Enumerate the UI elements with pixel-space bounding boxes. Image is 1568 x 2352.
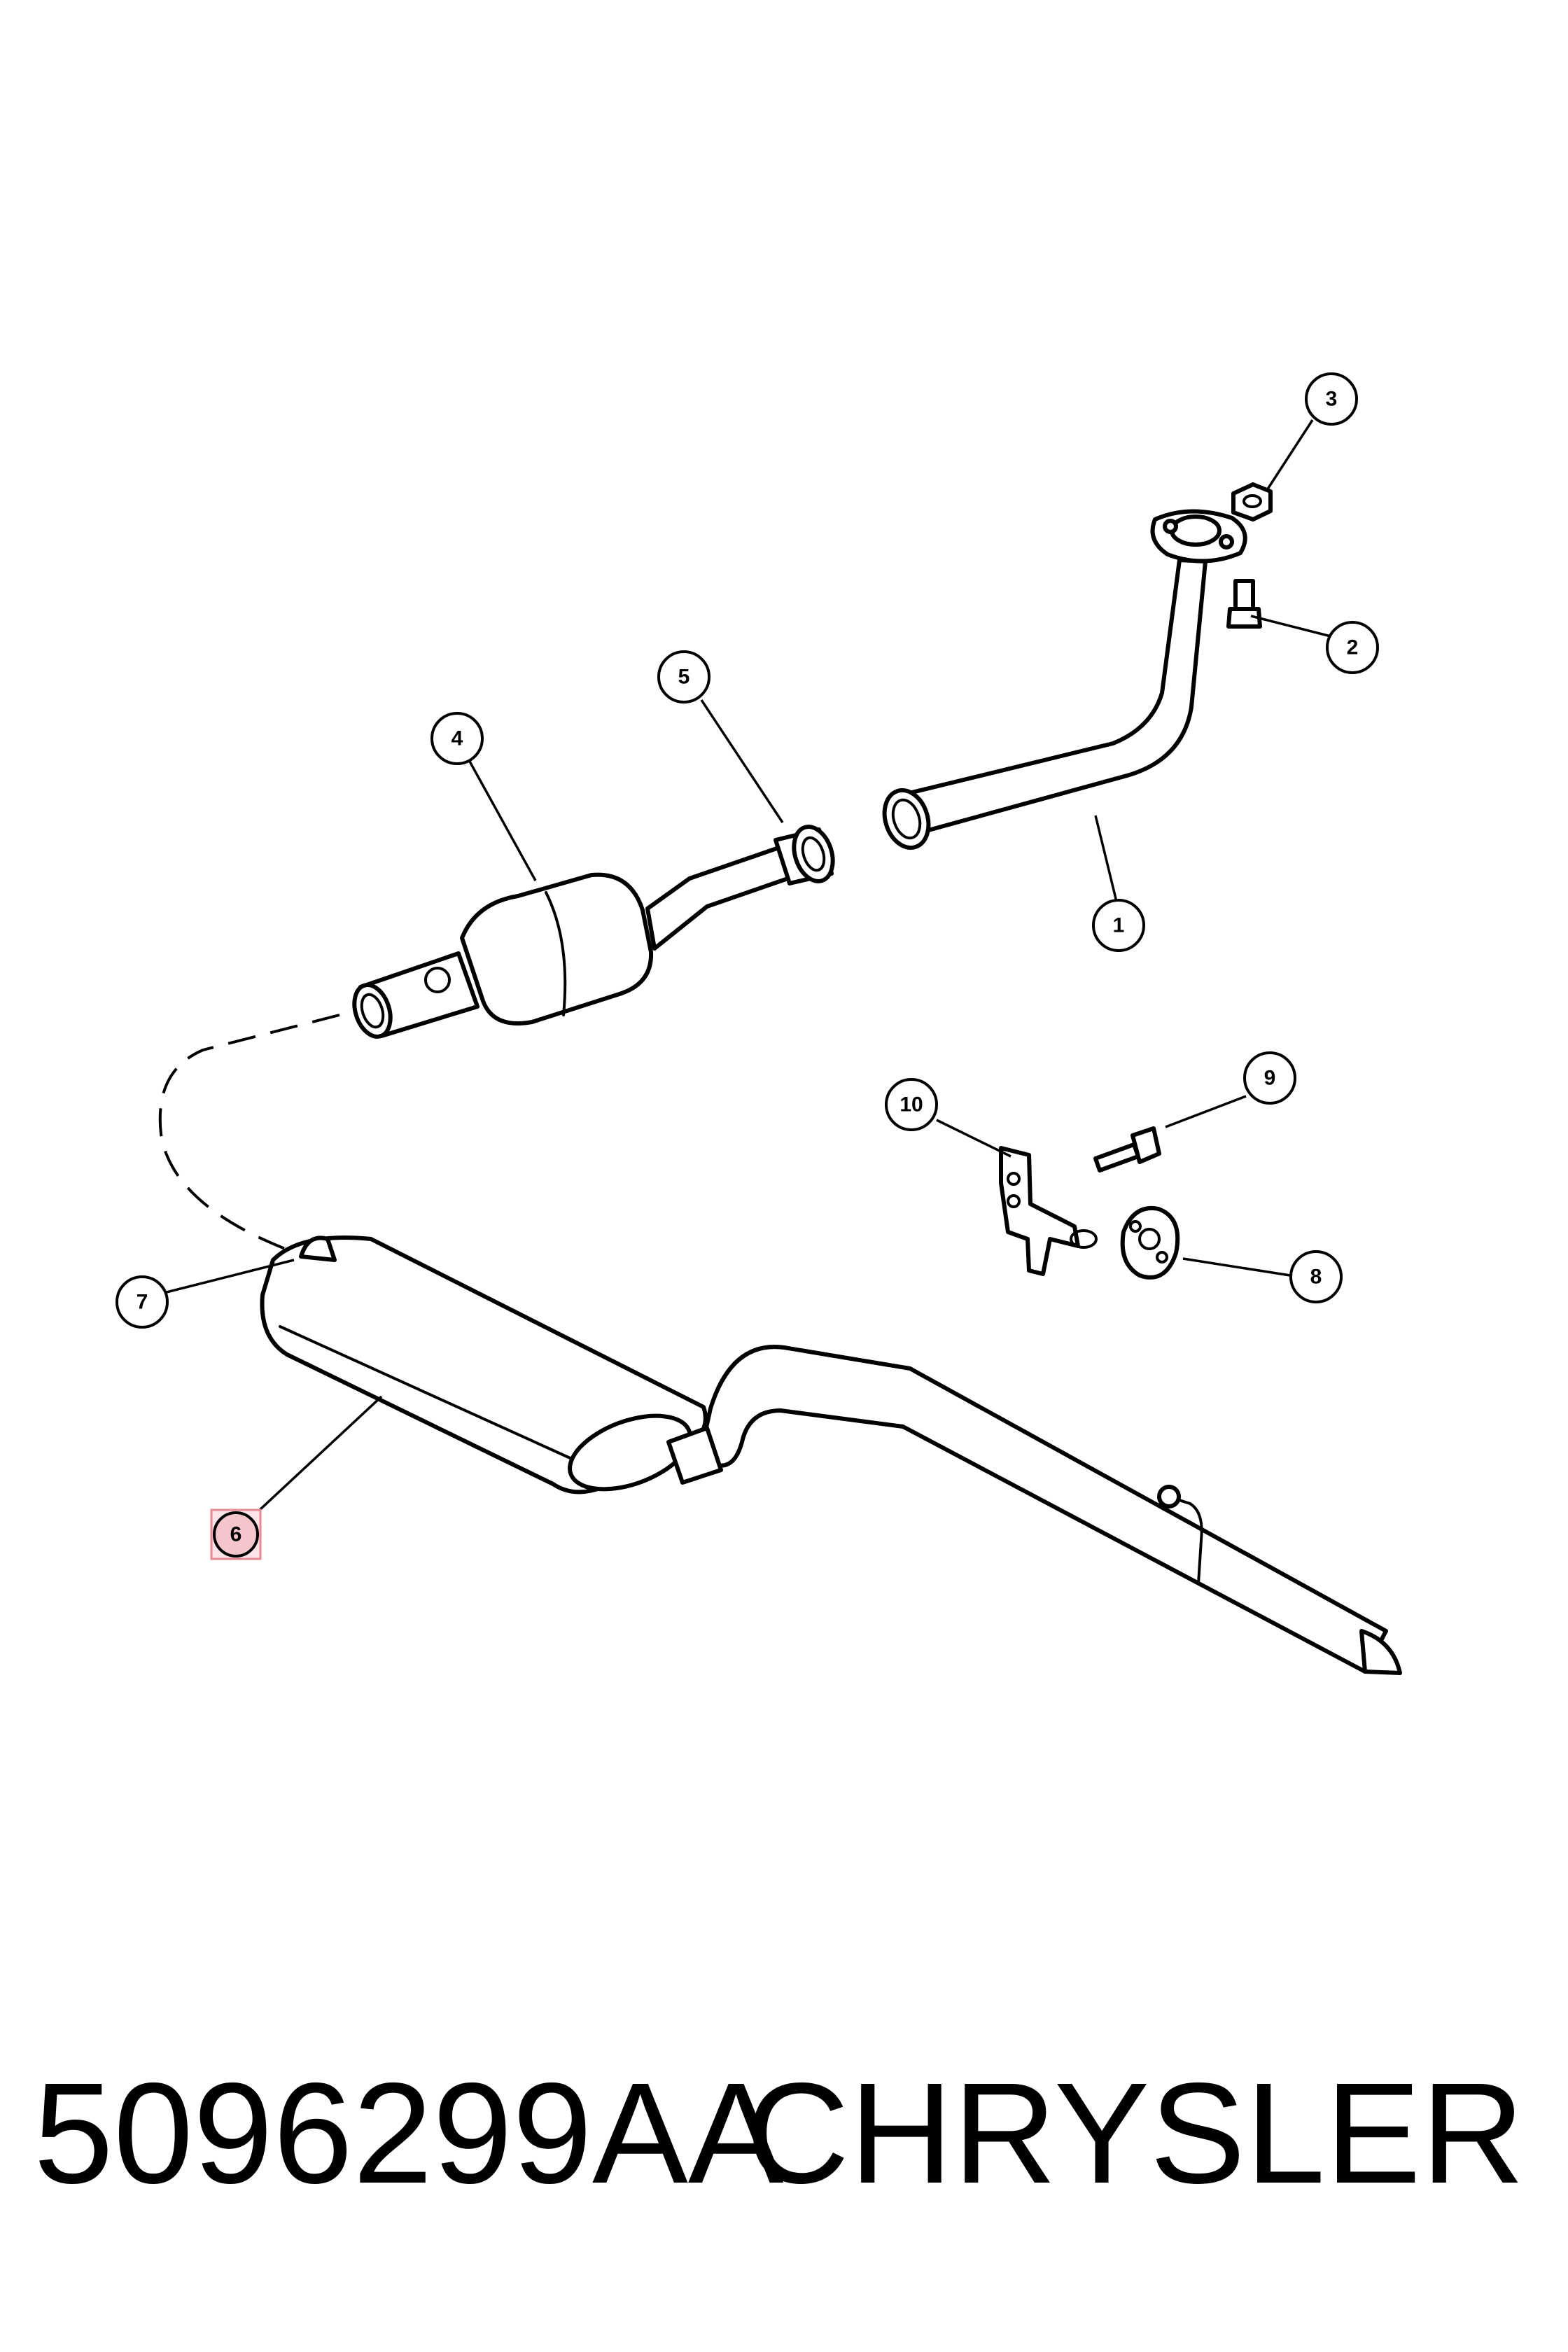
leader-lines — [160, 419, 1334, 1520]
flange-nut — [1231, 482, 1273, 522]
callout-3-label: 3 — [1326, 388, 1338, 411]
callout-5: 5 — [657, 650, 710, 704]
callout-6-label: 6 — [230, 1523, 242, 1546]
callout-2: 2 — [1326, 621, 1379, 674]
catalytic-converter — [352, 841, 800, 1039]
callout-7-label: 7 — [136, 1291, 148, 1314]
callout-3: 3 — [1305, 372, 1358, 426]
hanger-bracket — [999, 1146, 1098, 1276]
flange-stud — [1226, 579, 1262, 629]
callout-5-label: 5 — [678, 666, 690, 689]
callout-6: 6 — [210, 1508, 262, 1560]
muffler-hanger-tab — [299, 1236, 337, 1262]
callout-9: 9 — [1243, 1051, 1296, 1105]
muffler-and-tailpipe — [260, 1236, 1402, 1675]
callout-1: 1 — [1092, 899, 1145, 952]
front-exhaust-pipe — [882, 509, 1247, 850]
callout-8: 8 — [1289, 1250, 1343, 1303]
callout-10: 10 — [885, 1078, 938, 1131]
callout-2-label: 2 — [1347, 636, 1359, 659]
callout-4-label: 4 — [451, 727, 463, 750]
callout-7: 7 — [115, 1275, 169, 1329]
rubber-isolator — [1120, 1206, 1180, 1280]
brand-label: CHRYSLER — [746, 2053, 1525, 2213]
bracket-bolt — [1093, 1126, 1161, 1172]
routing-dashed-line — [158, 1014, 340, 1251]
callout-1-label: 1 — [1113, 914, 1125, 937]
callout-9-label: 9 — [1264, 1067, 1276, 1090]
pipe-gasket — [774, 825, 835, 886]
callout-4: 4 — [430, 712, 484, 765]
callout-10-label: 10 — [899, 1093, 923, 1116]
part-number-label: 5096299AA — [34, 2053, 784, 2213]
callout-8-label: 8 — [1310, 1266, 1322, 1289]
